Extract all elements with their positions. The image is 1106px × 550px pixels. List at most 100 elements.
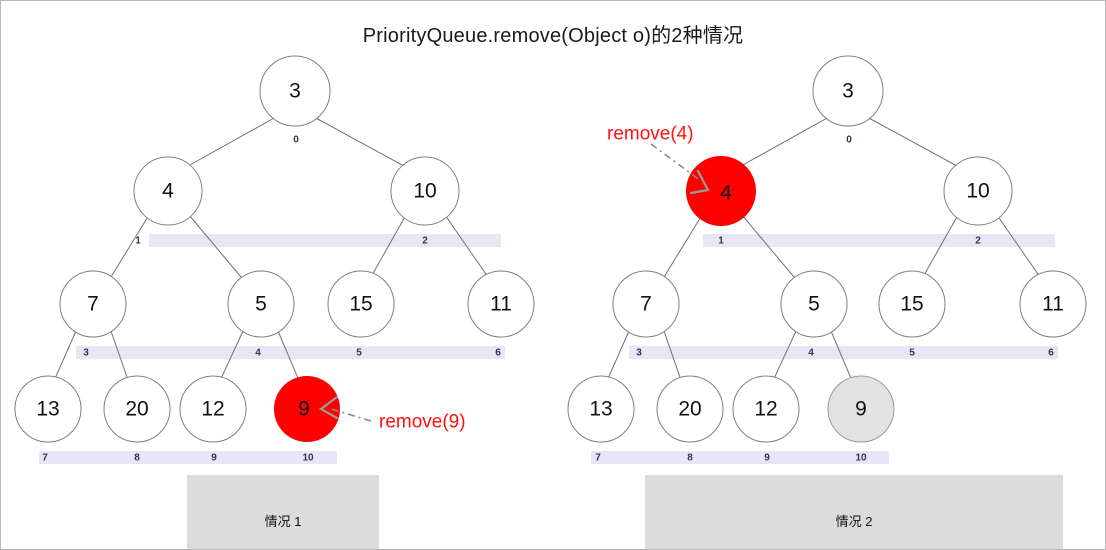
- node-index: 5: [909, 348, 915, 359]
- caption-case-2: 情况 2 删除的不是最后一个元素 从删除点开始以最后一个元素为参照调用一次sif…: [645, 475, 1063, 549]
- node-9-last-element[interactable]: [827, 375, 895, 443]
- node-index: 7: [42, 453, 48, 464]
- node-10[interactable]: [943, 156, 1013, 226]
- edge-4-9: [771, 330, 797, 384]
- diagram-case-1: 3 0 4 1 10 2 7 3 5 4 15 5 11 6 13: [14, 55, 535, 464]
- node-index: 2: [975, 236, 981, 247]
- node-label: 5: [255, 293, 267, 316]
- node-label: 20: [125, 398, 148, 421]
- node-label: 9: [298, 398, 310, 421]
- node-label: 11: [1042, 293, 1064, 316]
- index-bar-level2: [629, 346, 1058, 359]
- callout-arrow-icon: [689, 169, 710, 195]
- edge-3-7: [605, 330, 630, 384]
- node-label: 10: [966, 180, 989, 203]
- node-20[interactable]: [656, 375, 724, 443]
- edge-2-6: [444, 214, 489, 278]
- node-12[interactable]: [732, 375, 800, 443]
- node-20[interactable]: [103, 375, 171, 443]
- node-index: 10: [855, 453, 867, 464]
- node-4-removed[interactable]: [686, 156, 756, 226]
- index-bar-level3: [591, 451, 889, 464]
- edge-1-4: [188, 214, 242, 278]
- node-5[interactable]: [780, 270, 848, 338]
- node-label: 20: [678, 398, 701, 421]
- node-3[interactable]: [812, 55, 884, 127]
- node-index: 6: [1048, 348, 1054, 359]
- index-bar-level1: [149, 234, 501, 247]
- node-index: 8: [687, 453, 693, 464]
- callout-leader-line: [330, 408, 372, 422]
- index-bar-level2: [76, 346, 505, 359]
- node-10[interactable]: [390, 156, 460, 226]
- edge-2-5: [922, 214, 959, 278]
- node-label: 15: [900, 293, 923, 316]
- node-13[interactable]: [14, 375, 82, 443]
- node-label: 11: [490, 293, 512, 316]
- edge-3-8: [110, 330, 130, 384]
- node-7[interactable]: [59, 270, 127, 338]
- edge-0-1: [187, 116, 277, 167]
- node-index: 6: [495, 348, 501, 359]
- index-bar-level3: [39, 451, 337, 464]
- callout-leader-line: [650, 143, 702, 182]
- node-11[interactable]: [467, 270, 535, 338]
- callout-remove-4: remove(4): [607, 124, 694, 145]
- node-label: 3: [842, 80, 854, 103]
- node-index: 9: [764, 453, 770, 464]
- node-label: 10: [413, 180, 436, 203]
- node-4[interactable]: [133, 156, 203, 226]
- node-label: 4: [162, 180, 174, 203]
- node-label: 13: [589, 398, 612, 421]
- edge-2-6: [996, 214, 1041, 278]
- node-3[interactable]: [259, 55, 331, 127]
- node-index: 1: [718, 236, 724, 247]
- edge-3-8: [663, 330, 683, 384]
- node-index: 4: [808, 348, 814, 359]
- node-label: 12: [201, 398, 224, 421]
- node-label: 15: [349, 293, 372, 316]
- node-index: 5: [356, 348, 362, 359]
- node-12[interactable]: [179, 375, 247, 443]
- node-label: 7: [87, 293, 99, 316]
- node-label: 7: [640, 293, 652, 316]
- node-index: 4: [255, 348, 261, 359]
- node-index: 2: [422, 236, 428, 247]
- node-11[interactable]: [1019, 270, 1087, 338]
- node-13[interactable]: [567, 375, 635, 443]
- node-index: 7: [595, 453, 601, 464]
- callout-arrow-icon: [318, 395, 339, 420]
- node-index: 1: [135, 236, 141, 247]
- node-index: 3: [636, 348, 642, 359]
- edge-4-9: [218, 330, 244, 384]
- node-5[interactable]: [227, 270, 295, 338]
- node-label: 13: [36, 398, 59, 421]
- node-label: 9: [855, 398, 867, 421]
- node-index: 3: [83, 348, 89, 359]
- edge-4-10: [277, 330, 301, 384]
- node-15[interactable]: [327, 270, 395, 338]
- page-title: PriorityQueue.remove(Object o)的2种情况: [362, 25, 744, 47]
- edge-1-3: [663, 214, 703, 278]
- diagram-case-2: 3 0 4 1 10 2 7 3 5 4 15 5 11 6 13: [567, 55, 1087, 464]
- node-label: 5: [808, 293, 820, 316]
- node-9-removed[interactable]: [274, 376, 340, 442]
- node-15[interactable]: [878, 270, 946, 338]
- node-label: 4: [720, 182, 732, 205]
- callout-remove-9: remove(9): [379, 412, 466, 433]
- edge-1-3: [110, 214, 150, 278]
- caption-case-1: 情况 1 删除的是最后一个元素 直接删除即可，不需要调整: [187, 475, 379, 549]
- edge-0-1: [740, 116, 830, 167]
- caption-title: 情况 2: [835, 514, 873, 529]
- node-index: 9: [211, 453, 217, 464]
- node-label: 12: [754, 398, 777, 421]
- node-index: 0: [293, 135, 299, 146]
- caption-title: 情况 1: [264, 514, 302, 529]
- index-bar-level1: [703, 234, 1055, 247]
- edge-3-7: [52, 330, 77, 384]
- edge-1-4: [741, 214, 795, 278]
- node-index: 8: [134, 453, 140, 464]
- node-7[interactable]: [612, 270, 680, 338]
